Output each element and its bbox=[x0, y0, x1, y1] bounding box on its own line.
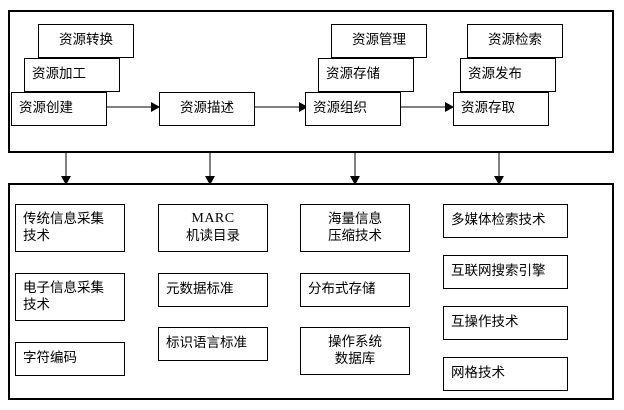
node-label-line-2: 机读目录 bbox=[186, 228, 240, 245]
node-label: 资源管理 bbox=[352, 32, 406, 49]
arrow-shaft bbox=[498, 152, 500, 184]
node-label-line-1: 标识语言标准 bbox=[166, 335, 247, 352]
node-label: 资源组织 bbox=[313, 100, 367, 117]
arrow-shaft bbox=[209, 152, 211, 184]
node-label-line-1: 多媒体检索技术 bbox=[451, 212, 546, 229]
arrow-head bbox=[151, 102, 160, 112]
node-resource-processing[interactable]: 资源加工 bbox=[24, 58, 120, 92]
node-distributed-storage[interactable]: 分布式存储 bbox=[300, 273, 410, 307]
arrow-head bbox=[445, 102, 454, 112]
node-label: 资源加工 bbox=[32, 66, 86, 83]
node-label: 资源转换 bbox=[59, 32, 113, 49]
node-resource-access[interactable]: 资源存取 bbox=[453, 92, 549, 126]
node-marc-catalog[interactable]: MARC 机读目录 bbox=[158, 204, 268, 252]
technology-container: 传统信息采集 技术 电子信息采集 技术 字符编码 MARC 机读目录 元数据标准… bbox=[8, 183, 614, 400]
node-resource-storage[interactable]: 资源存储 bbox=[318, 58, 414, 92]
arrow-shaft bbox=[65, 152, 67, 184]
node-label-line-1: 元数据标准 bbox=[166, 281, 234, 298]
arrow-description-to-organization bbox=[255, 100, 308, 114]
arrow-creation-to-description bbox=[107, 100, 160, 114]
node-markup-language-standard[interactable]: 标识语言标准 bbox=[158, 327, 268, 361]
node-label-line-1: 操作系统 bbox=[328, 333, 382, 350]
node-resource-description[interactable]: 资源描述 bbox=[159, 92, 255, 126]
node-massive-info-compression[interactable]: 海量信息 压缩技术 bbox=[300, 204, 410, 252]
node-label-line-1: 互操作技术 bbox=[451, 314, 519, 331]
arrow-head bbox=[61, 176, 71, 185]
arrow-shaft bbox=[354, 152, 356, 184]
node-label: 资源存取 bbox=[461, 100, 515, 117]
arrow-head bbox=[299, 102, 308, 112]
node-label-line-1: MARC bbox=[191, 211, 235, 227]
node-label: 资源描述 bbox=[180, 100, 234, 117]
node-resource-organization[interactable]: 资源组织 bbox=[305, 92, 401, 126]
arrow-shaft bbox=[255, 106, 307, 108]
node-resource-creation[interactable]: 资源创建 bbox=[11, 92, 107, 126]
node-label: 资源创建 bbox=[19, 100, 73, 117]
resource-lifecycle-container: 资源转换 资源加工 资源创建 资源描述 资源管理 资源存储 资源 bbox=[8, 10, 614, 153]
node-resource-management[interactable]: 资源管理 bbox=[331, 24, 427, 58]
node-resource-retrieval[interactable]: 资源检索 bbox=[467, 24, 563, 58]
node-traditional-info-acquisition[interactable]: 传统信息采集 技术 bbox=[15, 204, 125, 252]
node-label-line-1: 分布式存储 bbox=[308, 281, 376, 298]
node-resource-conversion[interactable]: 资源转换 bbox=[38, 24, 134, 58]
node-label-line-1: 互联网搜索引擎 bbox=[451, 263, 546, 280]
node-label-line-2: 技术 bbox=[23, 297, 50, 313]
node-multimedia-retrieval[interactable]: 多媒体检索技术 bbox=[443, 204, 568, 238]
node-interoperability-tech[interactable]: 互操作技术 bbox=[443, 306, 568, 340]
arrow-head bbox=[205, 176, 215, 185]
node-label-line-2: 技术 bbox=[23, 228, 50, 244]
node-electronic-info-acquisition[interactable]: 电子信息采集 技术 bbox=[15, 273, 125, 321]
node-grid-technology[interactable]: 网格技术 bbox=[443, 357, 568, 391]
arrow-shaft bbox=[401, 106, 453, 108]
node-label-line-2: 压缩技术 bbox=[328, 228, 382, 244]
node-label-line-1: 字符编码 bbox=[23, 350, 77, 367]
node-label: 资源发布 bbox=[468, 66, 522, 83]
arrow-head bbox=[494, 176, 504, 185]
node-resource-publishing[interactable]: 资源发布 bbox=[460, 58, 556, 92]
arrow-organization-to-access bbox=[401, 100, 454, 114]
node-label: 资源存储 bbox=[326, 66, 380, 83]
node-character-encoding[interactable]: 字符编码 bbox=[15, 342, 125, 376]
node-metadata-standard[interactable]: 元数据标准 bbox=[158, 273, 268, 307]
connector-arrow-4 bbox=[492, 152, 506, 185]
node-label-line-1: 传统信息采集 bbox=[23, 210, 104, 227]
connector-arrow-3 bbox=[348, 152, 362, 185]
node-internet-search-engine[interactable]: 互联网搜索引擎 bbox=[443, 255, 568, 289]
connector-arrow-1 bbox=[59, 152, 73, 185]
node-os-database[interactable]: 操作系统 数据库 bbox=[300, 327, 410, 375]
node-label-line-1: 海量信息 bbox=[328, 210, 382, 227]
node-label-line-1: 网格技术 bbox=[451, 365, 505, 382]
node-label-line-1: 电子信息采集 bbox=[23, 279, 104, 296]
node-label-line-2: 数据库 bbox=[334, 351, 376, 367]
arrow-head bbox=[350, 176, 360, 185]
node-label: 资源检索 bbox=[488, 32, 542, 49]
connector-arrow-2 bbox=[203, 152, 217, 185]
arrow-shaft bbox=[107, 106, 159, 108]
